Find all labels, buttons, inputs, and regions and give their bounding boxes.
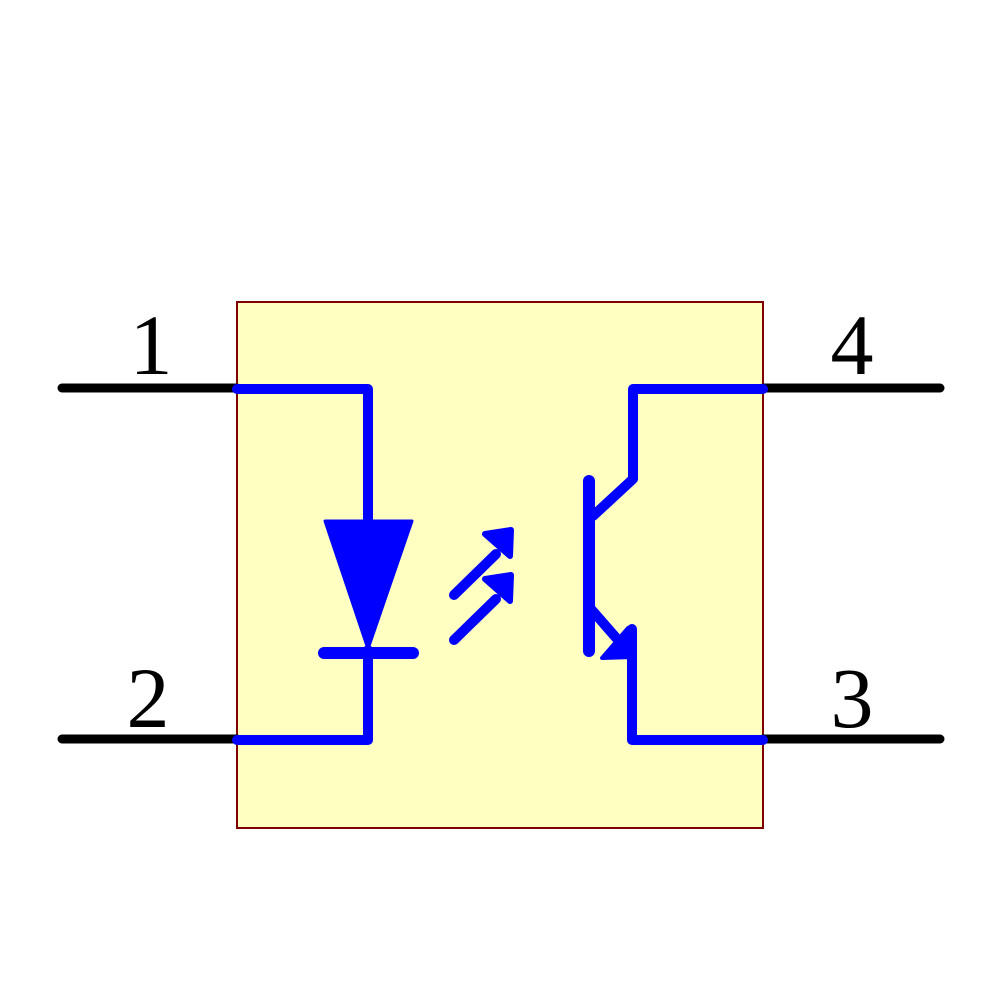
light-arrow-2-shaft	[449, 594, 501, 645]
transistor-collector-wire	[588, 384, 768, 521]
transistor-emitter-diagonal	[586, 604, 623, 645]
light-arrow-1-head	[482, 527, 514, 559]
npn-phototransistor-icon	[583, 384, 768, 745]
pin-number-3: 3	[831, 650, 874, 746]
pin-number-4: 4	[831, 297, 874, 393]
led-cathode-wire	[232, 645, 373, 745]
transistor-emitter-wire	[627, 624, 768, 745]
led-triangle	[323, 519, 414, 651]
optocoupler-symbol[interactable]: 1 2 3 4	[57, 297, 945, 829]
led-diode-icon	[232, 384, 419, 745]
pin-number-1: 1	[130, 297, 173, 393]
pin-number-2: 2	[127, 650, 170, 746]
led-anode-wire	[232, 384, 373, 528]
symbol-body[interactable]	[236, 301, 764, 829]
light-arrow-2-head	[482, 572, 514, 604]
light-arrow-1-shaft	[449, 549, 501, 600]
light-emission-arrows-icon	[449, 527, 514, 645]
